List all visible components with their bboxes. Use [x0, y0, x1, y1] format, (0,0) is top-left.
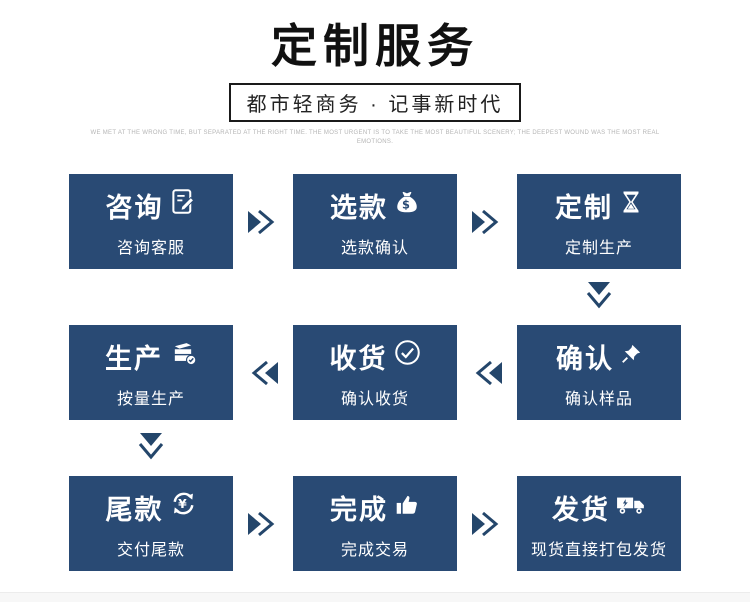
step-box-consult: 咨询 咨询客服	[69, 174, 233, 270]
arrow-right-icon	[457, 476, 517, 571]
arrow-left-icon	[457, 325, 517, 420]
step-subtitle: 交付尾款	[116, 541, 185, 559]
hourglass-icon	[619, 190, 643, 221]
subtitle-badge: 都市轻商务 · 记事新时代	[228, 82, 522, 122]
arrow-right-icon	[233, 476, 293, 571]
yen-cycle-icon: ¥	[170, 490, 197, 524]
step-title: 咨询	[105, 192, 164, 223]
truck-icon	[616, 491, 646, 524]
footer-divider	[0, 592, 750, 602]
step-title: 定制	[555, 192, 613, 223]
step-subtitle: 定制生产	[564, 239, 633, 257]
step-title: 完成	[330, 494, 388, 525]
arrow-right-icon	[457, 174, 517, 269]
step-box-customize: 定制 定制生产	[517, 174, 681, 270]
step-box-produce: 生产 按量生产	[69, 325, 233, 421]
edit-note-icon	[170, 188, 197, 222]
pushpin-icon	[620, 341, 642, 372]
check-circle-icon	[394, 339, 421, 373]
package-check-icon	[169, 339, 197, 374]
english-tagline: WE MET AT THE WRONG TIME, BUT SEPARATED …	[90, 129, 660, 146]
step-subtitle: 按量生产	[116, 390, 185, 408]
thumbs-up-icon	[394, 491, 420, 524]
arrow-down-icon	[517, 269, 681, 325]
process-flow-grid: 咨询 咨询客服 选款	[0, 174, 750, 572]
step-box-confirm: 确认 确认样品	[517, 325, 681, 421]
step-box-balance: 尾款 ¥ 交付尾款	[69, 476, 233, 572]
step-title: 生产	[105, 343, 163, 374]
step-box-complete: 完成 完成交易	[293, 476, 457, 572]
step-box-ship: 发货 现货直接打包发货	[517, 476, 681, 572]
step-subtitle: 确认收货	[340, 390, 409, 408]
money-bag-icon: $	[394, 189, 420, 222]
step-box-select: 选款 $ 选款确认	[293, 174, 457, 270]
svg-text:¥: ¥	[178, 497, 189, 511]
header: 定制服务 都市轻商务 · 记事新时代 WE MET AT THE WRONG T…	[0, 0, 750, 148]
step-subtitle: 咨询客服	[116, 239, 185, 257]
step-subtitle: 确认样品	[564, 390, 633, 408]
step-title: 尾款	[105, 494, 164, 525]
arrow-right-icon	[233, 174, 293, 269]
arrow-down-icon	[69, 420, 233, 476]
arrow-left-icon	[233, 325, 293, 420]
step-subtitle: 完成交易	[340, 541, 409, 559]
svg-text:$: $	[402, 197, 412, 211]
step-subtitle: 选款确认	[340, 239, 409, 257]
step-title: 收货	[329, 343, 388, 374]
step-title: 选款	[330, 192, 388, 223]
step-title: 发货	[552, 494, 610, 525]
step-subtitle: 现货直接打包发货	[530, 541, 667, 559]
page-title: 定制服务	[271, 20, 479, 72]
step-title: 确认	[556, 343, 614, 374]
step-box-receive: 收货 确认收货	[293, 325, 457, 421]
